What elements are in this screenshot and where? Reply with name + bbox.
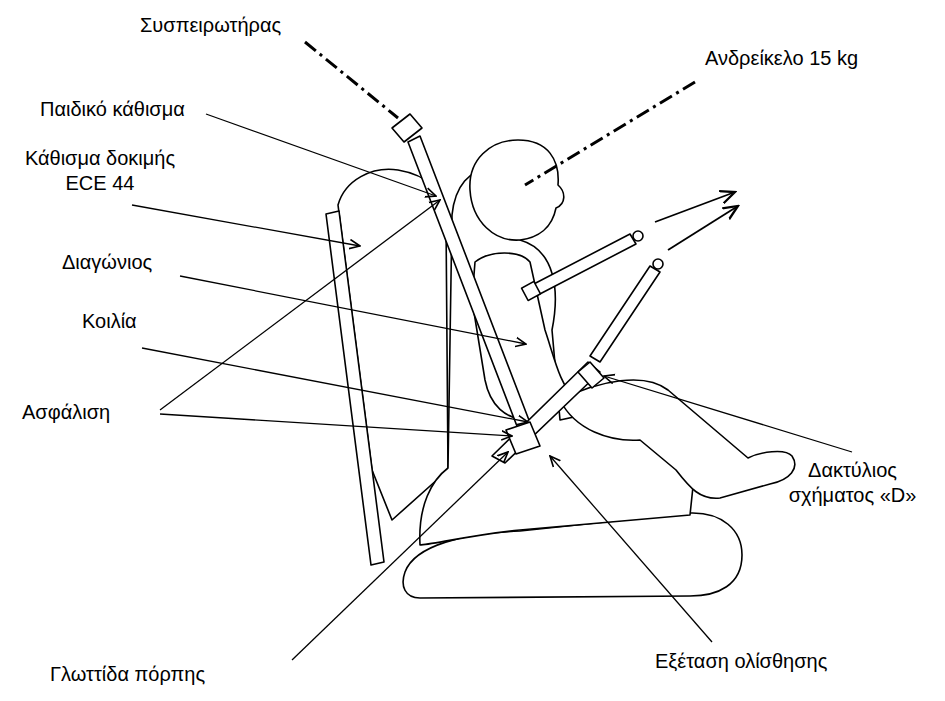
callout-label: Δακτύλιος σχήματος «D»: [770, 458, 935, 508]
shoulder-belt: [408, 136, 532, 434]
dummy-legs: [560, 380, 795, 498]
dash-dot-leader: [305, 42, 398, 118]
callout-label: Παιδικό κάθισμα: [40, 97, 185, 122]
leader-line: [550, 456, 712, 642]
leader-line: [160, 200, 440, 410]
load-tube-clamp: [522, 282, 541, 301]
callout-label: Γλωττίδα πόρπης: [50, 662, 205, 687]
leader-line: [180, 276, 526, 344]
callout-label: Εξέταση ολίσθησης: [655, 649, 827, 674]
leader-line: [292, 452, 508, 660]
callout-label: Ανδρείκελο 15 kg: [705, 46, 858, 71]
leader-line: [206, 114, 436, 196]
pull-arrow: [655, 192, 735, 222]
dash-dot-leader: [525, 82, 695, 185]
load-tube: [590, 266, 660, 362]
callout-label: Ασφάλιση: [22, 400, 110, 425]
load-tube-end: [653, 259, 663, 269]
buckle: [506, 422, 540, 454]
load-tube-end: [633, 231, 643, 241]
leader-line: [142, 348, 528, 422]
d-ring: [578, 362, 604, 388]
callout-label: Διαγώνιος: [62, 250, 152, 275]
callout-label: Συσπειρωτήρας: [140, 13, 281, 38]
child-seat: [420, 168, 700, 545]
leader-line: [604, 376, 852, 452]
load-tube: [530, 234, 636, 296]
dummy-head: [470, 140, 564, 240]
callout-label: Κάθισμα δοκιμής ECE 44: [10, 146, 190, 196]
leader-line: [160, 414, 512, 436]
leader-line: [132, 205, 360, 246]
callout-label: Κοιλία: [82, 309, 137, 334]
